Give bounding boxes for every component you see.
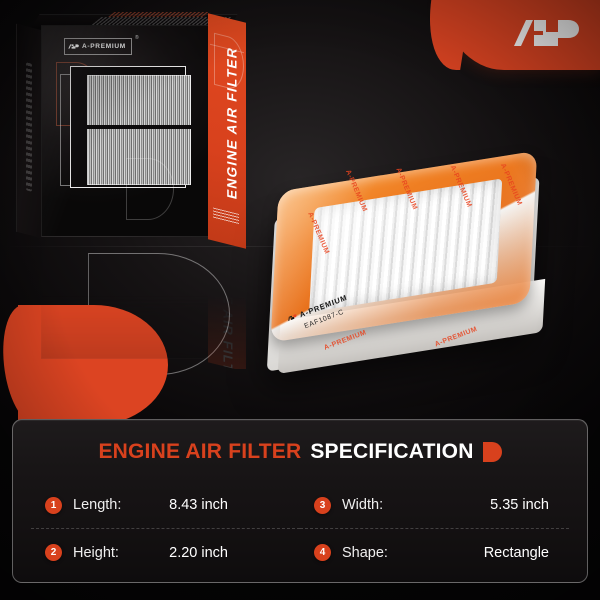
box-brand-logo: A-PREMIUM [64, 38, 132, 55]
specification-grid: 1 Length: 8.43 inch 3 Width: 5.35 inch 2… [31, 482, 569, 576]
spec-value: 5.35 inch [490, 497, 549, 513]
spec-badge: 3 [314, 496, 331, 514]
spec-label: Length: [73, 497, 122, 513]
box-side-face [16, 23, 42, 239]
box-brand-name: A-PREMIUM [82, 43, 126, 50]
box-decorative-d-red [56, 62, 100, 126]
ap-monogram-icon [514, 20, 579, 46]
title-d-icon [482, 442, 502, 462]
box-orange-panel: ENGINE AIR FILTER [208, 13, 246, 249]
spec-value: 2.20 inch [169, 544, 228, 561]
box-registered-mark: ® [135, 35, 139, 41]
box-filter-illustration [60, 64, 191, 196]
spec-title-red: ENGINE AIR FILTER [98, 440, 302, 463]
filter-illustration-front-frame [70, 66, 191, 188]
spec-value: Rectangle [483, 544, 549, 561]
spec-row-width: 3 Width: 5.35 inch [300, 482, 569, 529]
spec-badge: 1 [45, 496, 62, 514]
spec-row-height: 2 Height: 2.20 inch [31, 529, 300, 576]
brand-banner [442, 0, 600, 70]
box-decorative-d-white [126, 158, 174, 220]
specification-title: ENGINE AIR FILTER SPECIFICATION [13, 440, 587, 464]
spec-badge: 2 [45, 544, 62, 561]
spec-value: 8.43 inch [169, 497, 228, 513]
specification-panel: ENGINE AIR FILTER SPECIFICATION 1 Length… [12, 419, 588, 583]
filter-illustration-back-frame [60, 74, 172, 186]
filter-illustration-divider [87, 125, 191, 129]
decorative-d-solid [18, 305, 168, 425]
spec-label: Width: [342, 497, 384, 513]
filter-illustration-pleats [87, 75, 191, 185]
ap-logo-icon [68, 44, 79, 49]
spec-title-white: SPECIFICATION [310, 440, 474, 463]
spec-label: Shape: [342, 544, 388, 561]
air-filter-product: A-PREMIUM A-PREMIUM A-PREMIUM A-PREMIUM … [255, 150, 565, 395]
box-front-face: A-PREMIUM ® [41, 25, 209, 237]
box-side-print [26, 62, 32, 192]
spec-label: Height: [73, 544, 119, 561]
spec-badge: 4 [314, 544, 331, 561]
spec-row-length: 1 Length: 8.43 inch [31, 482, 300, 529]
product-package-box: A-PREMIUM ® ENGINE AIR FILTER [16, 12, 246, 249]
box-panel-title: ENGINE AIR FILTER [224, 44, 240, 201]
spec-row-shape: 4 Shape: Rectangle [300, 529, 569, 576]
